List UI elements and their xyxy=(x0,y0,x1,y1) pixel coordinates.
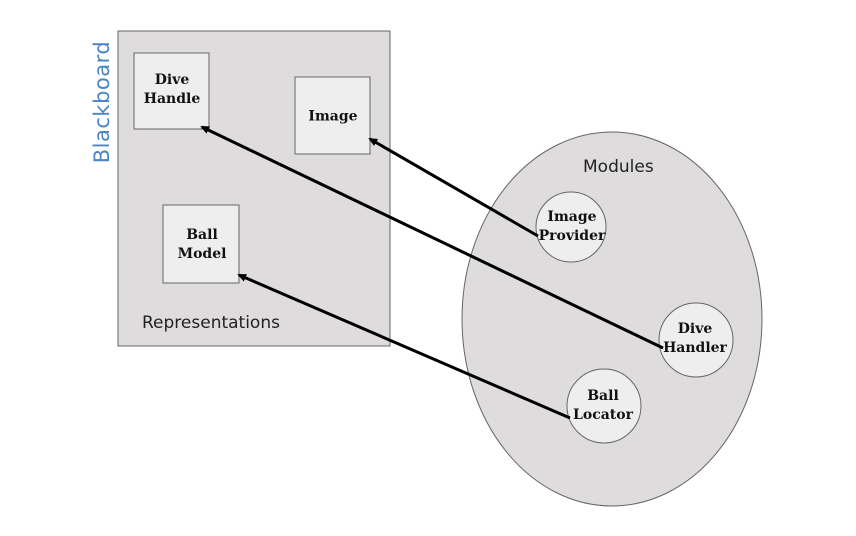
representation-box-dive-handle xyxy=(133,52,210,130)
arrow-ball-locator-to-ball-model xyxy=(237,273,571,420)
module-circle-ball-locator xyxy=(566,368,642,444)
representation-box-ball-model xyxy=(162,204,240,284)
arrow-dive-handler-to-dive-handle xyxy=(200,125,664,350)
arrow-image-provider-to-image xyxy=(368,137,539,238)
module-circle-image-provider xyxy=(535,191,607,263)
module-circle-dive-handler xyxy=(658,302,734,378)
representation-box-image xyxy=(294,76,371,155)
